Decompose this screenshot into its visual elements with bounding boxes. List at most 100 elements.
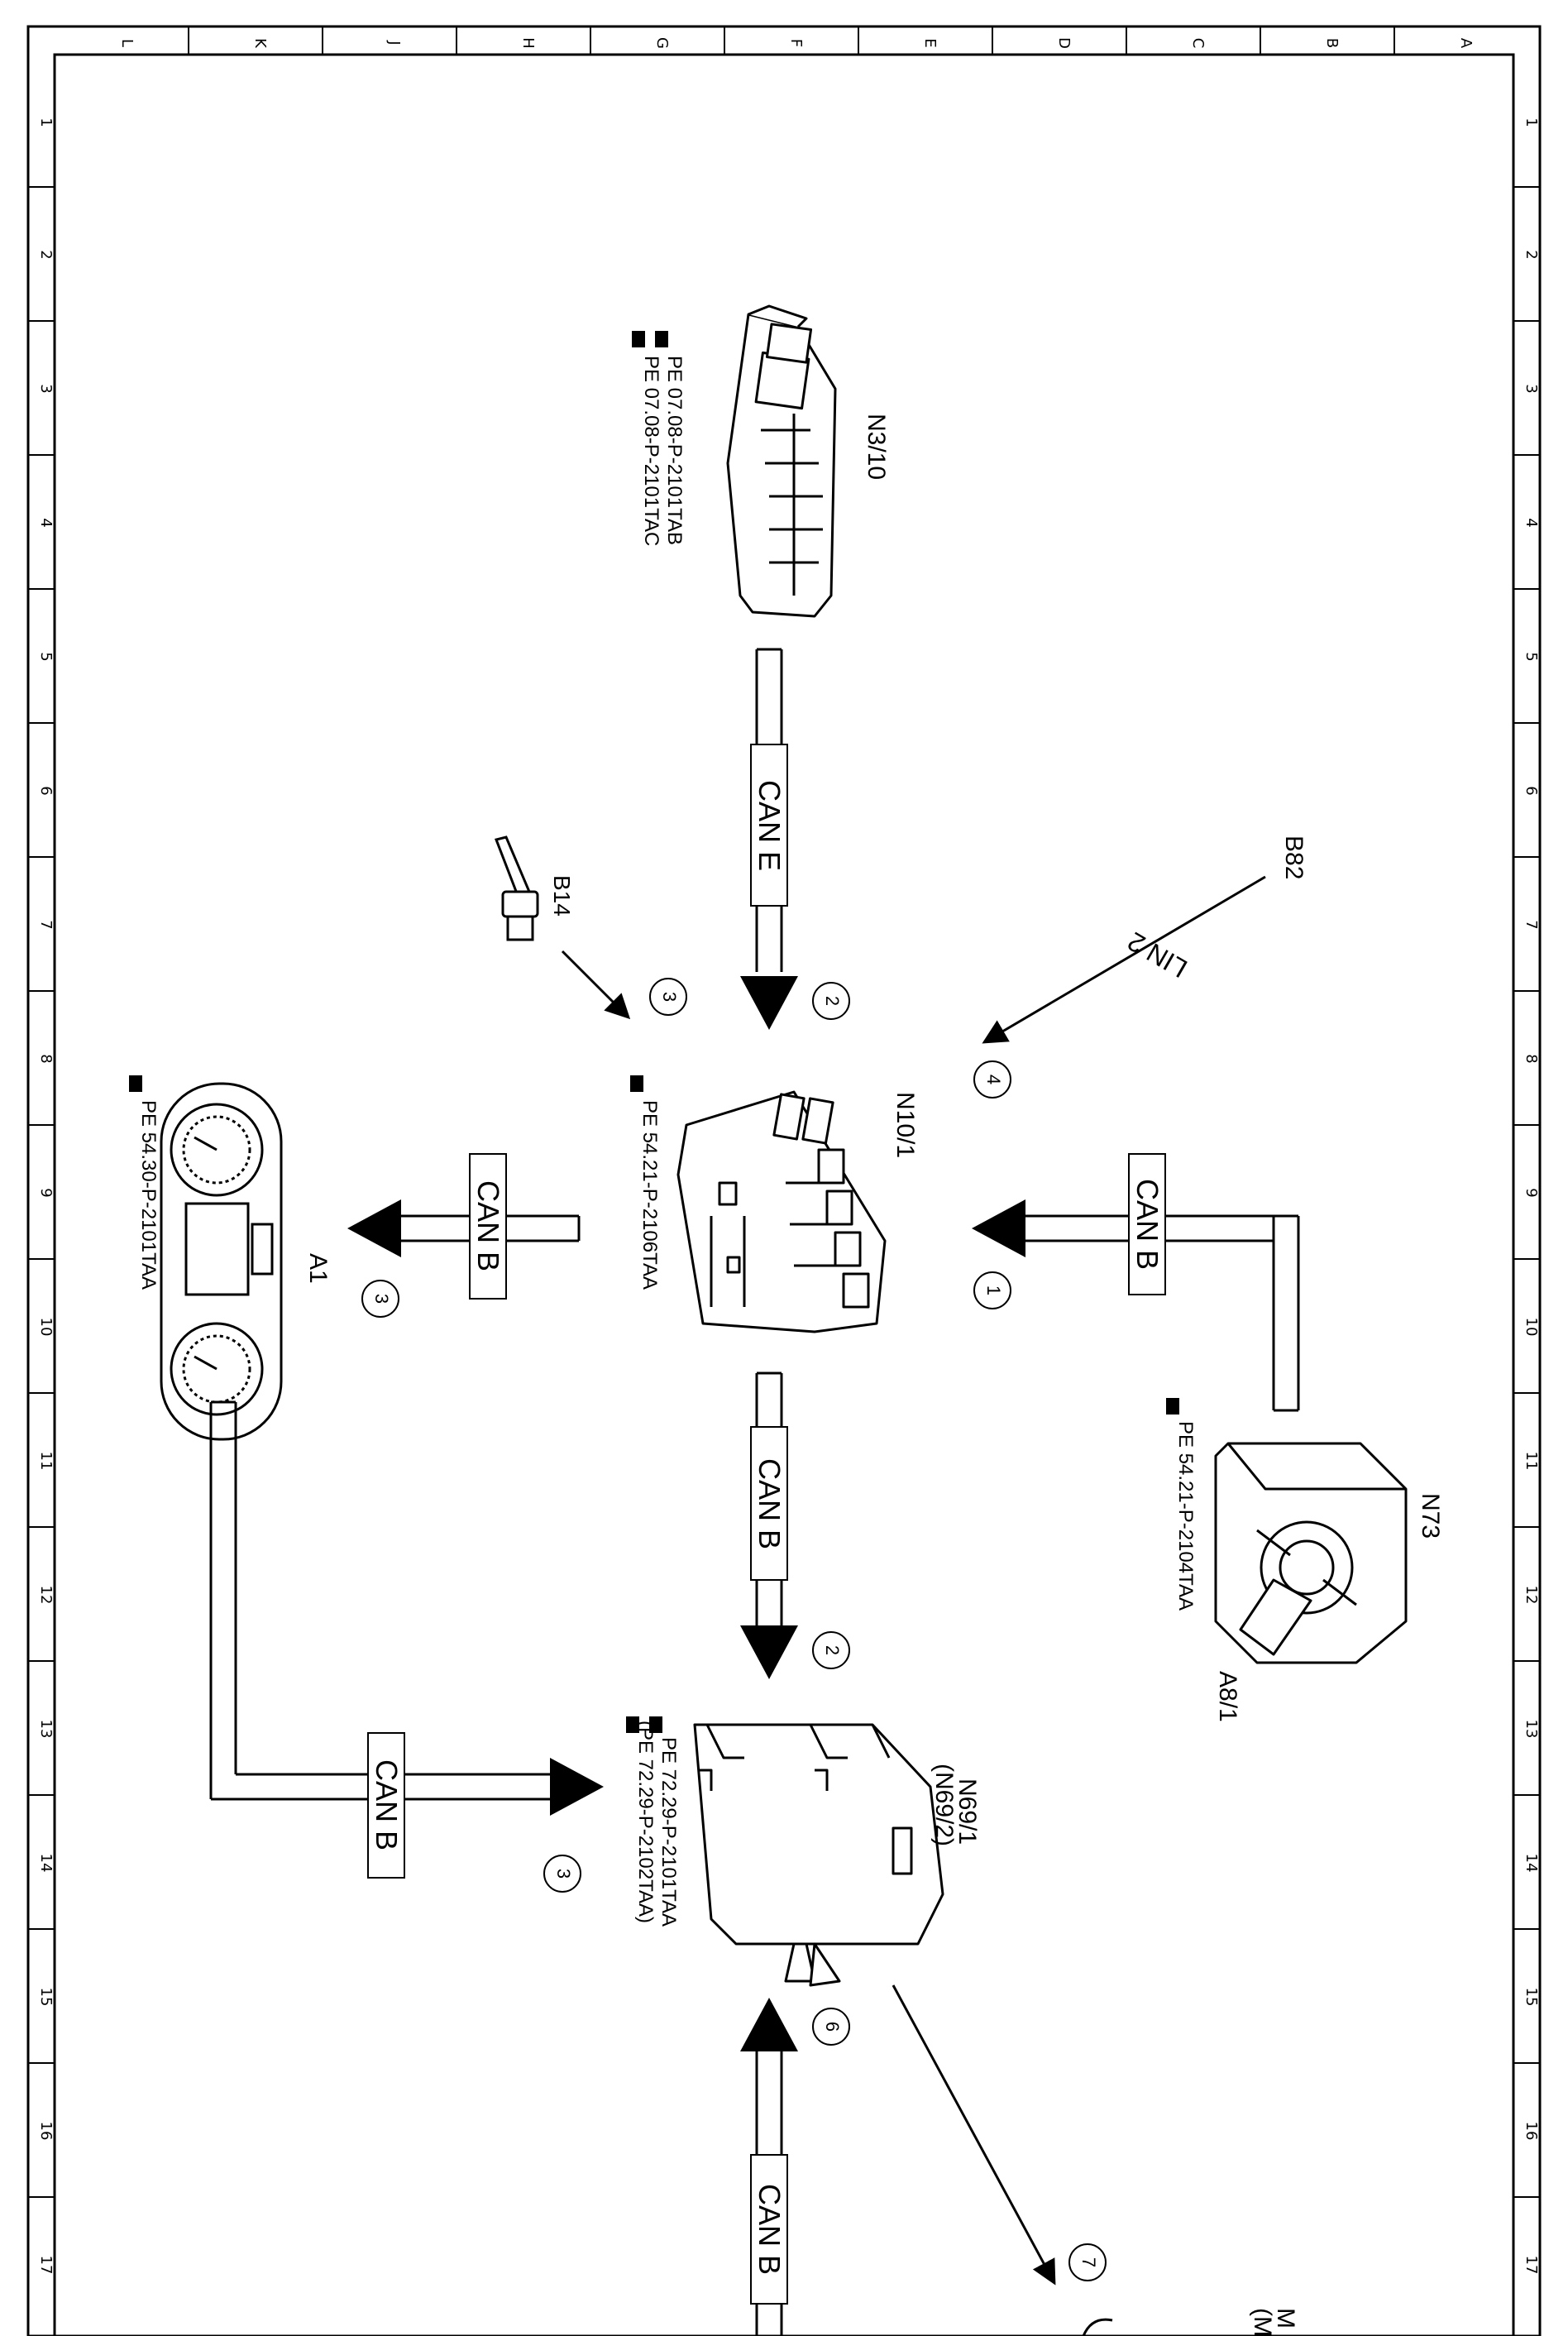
- can-e-label-box: [750, 744, 788, 907]
- n3-10-label: N3/10: [863, 414, 890, 480]
- row-number: 2: [1523, 250, 1540, 259]
- step-7-arrow: [892, 1984, 1056, 2286]
- drawing-frame: [26, 25, 1542, 2336]
- hand-icon: [632, 331, 668, 347]
- can-b-bottom-label-box: [750, 2154, 788, 2305]
- n69-1-label: N69/1: [954, 1778, 981, 1845]
- row-number: 17: [37, 2256, 55, 2275]
- n10-1-label: N10/1: [892, 1092, 919, 1158]
- row-number: 4: [1523, 518, 1540, 527]
- row-number: 3: [1523, 384, 1540, 393]
- column-letters: L K J H G F E D C B A: [118, 37, 1475, 49]
- hand-icon: [129, 1075, 142, 1092]
- row-number: 6: [37, 786, 55, 795]
- row-number: 16: [37, 2122, 55, 2141]
- a1-ref: PE 54.30-P-2101TAA: [137, 1100, 160, 1290]
- step-3-marker: [361, 1280, 399, 1318]
- n69-1-ref-1: PE 72.29-P-2101TAA: [657, 1737, 680, 1927]
- row-number: 16: [1523, 2122, 1540, 2141]
- col-letter: J: [385, 40, 403, 45]
- row-numbers-left: 1 2 3 4 5 6 7 8 9 10 11 12 13 14 15 16 1…: [37, 117, 55, 2274]
- col-letter: L: [118, 39, 136, 47]
- row-number: 8: [37, 1054, 55, 1063]
- step-7-label: 7: [1078, 2257, 1099, 2267]
- n10-1-module: [676, 1090, 887, 1333]
- row-number: 14: [37, 1854, 55, 1873]
- row-number: 1: [37, 117, 55, 127]
- can-b-n73-label: CAN B: [1131, 1179, 1164, 1270]
- col-letter: A: [1457, 38, 1475, 49]
- b14-label: B14: [549, 875, 575, 917]
- row-numbers-right: 1 2 3 4 5 6 7 8 9 10 11 12 13 14 15 16 1…: [1523, 117, 1540, 2274]
- b14-sensor: [494, 835, 539, 941]
- can-e-label: CAN E: [753, 780, 786, 871]
- row-number: 7: [1523, 920, 1540, 929]
- row-dividers: [28, 186, 1540, 2198]
- row-number: 10: [1523, 1318, 1540, 1337]
- row-number: 15: [1523, 1988, 1540, 2007]
- lin-2-label: LIN 2: [1122, 926, 1192, 984]
- col-letter: G: [653, 37, 671, 49]
- step-2-marker: [812, 1631, 850, 1669]
- n73-ignition-switch: [1214, 1442, 1408, 1664]
- hand-icon: [630, 1075, 643, 1092]
- can-b-a1-arrowhead: [347, 1199, 401, 1257]
- step-6-marker: [812, 2008, 850, 2046]
- step-4-marker: [973, 1060, 1011, 1099]
- col-letter: H: [519, 37, 537, 49]
- can-b-n69-label-box: [750, 1426, 788, 1581]
- b82-label: B82: [1280, 835, 1307, 879]
- step-3-label: 3: [371, 1294, 392, 1304]
- row-number: 13: [1523, 1720, 1540, 1739]
- can-b-bottom-label: CAN B: [753, 2184, 786, 2275]
- row-number: 5: [37, 652, 55, 661]
- hand-icon: [1166, 1398, 1179, 1415]
- can-b-a1-n69-arrowhead: [550, 1758, 604, 1816]
- hand-icon: [626, 1716, 639, 1733]
- n69-2-label: (N69/2): [930, 1764, 958, 1846]
- can-b-bottom-arrowhead: [740, 1998, 798, 2051]
- step-3-label: 3: [553, 1869, 574, 1879]
- col-letter: K: [251, 38, 269, 49]
- m-partial-label-2: (M: [1249, 2308, 1276, 2336]
- step-1-marker: [973, 1271, 1011, 1309]
- step-1-label: 1: [983, 1285, 1004, 1295]
- m-partial-label-1: M: [1272, 2308, 1299, 2329]
- row-number: 9: [1523, 1188, 1540, 1197]
- step-2-label: 2: [822, 996, 843, 1006]
- step-3-label: 3: [659, 992, 680, 1002]
- step-4-label: 4: [983, 1075, 1004, 1084]
- step-3-marker: [649, 978, 687, 1016]
- can-b-n69-label: CAN B: [753, 1458, 786, 1549]
- row-number: 10: [37, 1318, 55, 1337]
- step-6-label: 6: [822, 2022, 843, 2032]
- can-e-arrowhead: [740, 976, 798, 1030]
- can-b-a1-n69-label-box: [367, 1732, 405, 1879]
- n3-10-ref-2: PE 07.08-P-2101TAC: [640, 356, 662, 546]
- row-number: 17: [1523, 2256, 1540, 2275]
- row-number: 12: [37, 1586, 55, 1605]
- row-number: 11: [37, 1452, 55, 1471]
- row-number: 7: [37, 920, 55, 929]
- step-2-marker: [812, 982, 850, 1020]
- n73-ref: PE 54.21-P-2104TAA: [1174, 1421, 1197, 1611]
- a1-label: A1: [304, 1253, 332, 1284]
- row-number: 9: [37, 1188, 55, 1197]
- a1-instrument-cluster: [160, 1082, 283, 1441]
- row-number: 6: [1523, 786, 1540, 795]
- col-letter: D: [1055, 37, 1073, 49]
- col-letter: C: [1189, 38, 1207, 49]
- n3-10-refs: PE 07.08-P-2101TAB PE 07.08-P-2101TAC: [640, 356, 686, 546]
- row-number: 8: [1523, 1054, 1540, 1063]
- row-number: 1: [1523, 117, 1540, 127]
- a8-1-label: A8/1: [1214, 1671, 1241, 1722]
- row-number: 4: [37, 518, 55, 527]
- b14-arrow: [561, 950, 631, 1020]
- col-letter: E: [921, 38, 939, 47]
- can-b-n73-label-box: [1128, 1153, 1166, 1295]
- can-b-a1-n69-label: CAN B: [370, 1759, 404, 1850]
- lin-2-line: [982, 875, 1266, 1044]
- step-7-marker: [1068, 2243, 1107, 2281]
- col-letter: B: [1323, 38, 1341, 48]
